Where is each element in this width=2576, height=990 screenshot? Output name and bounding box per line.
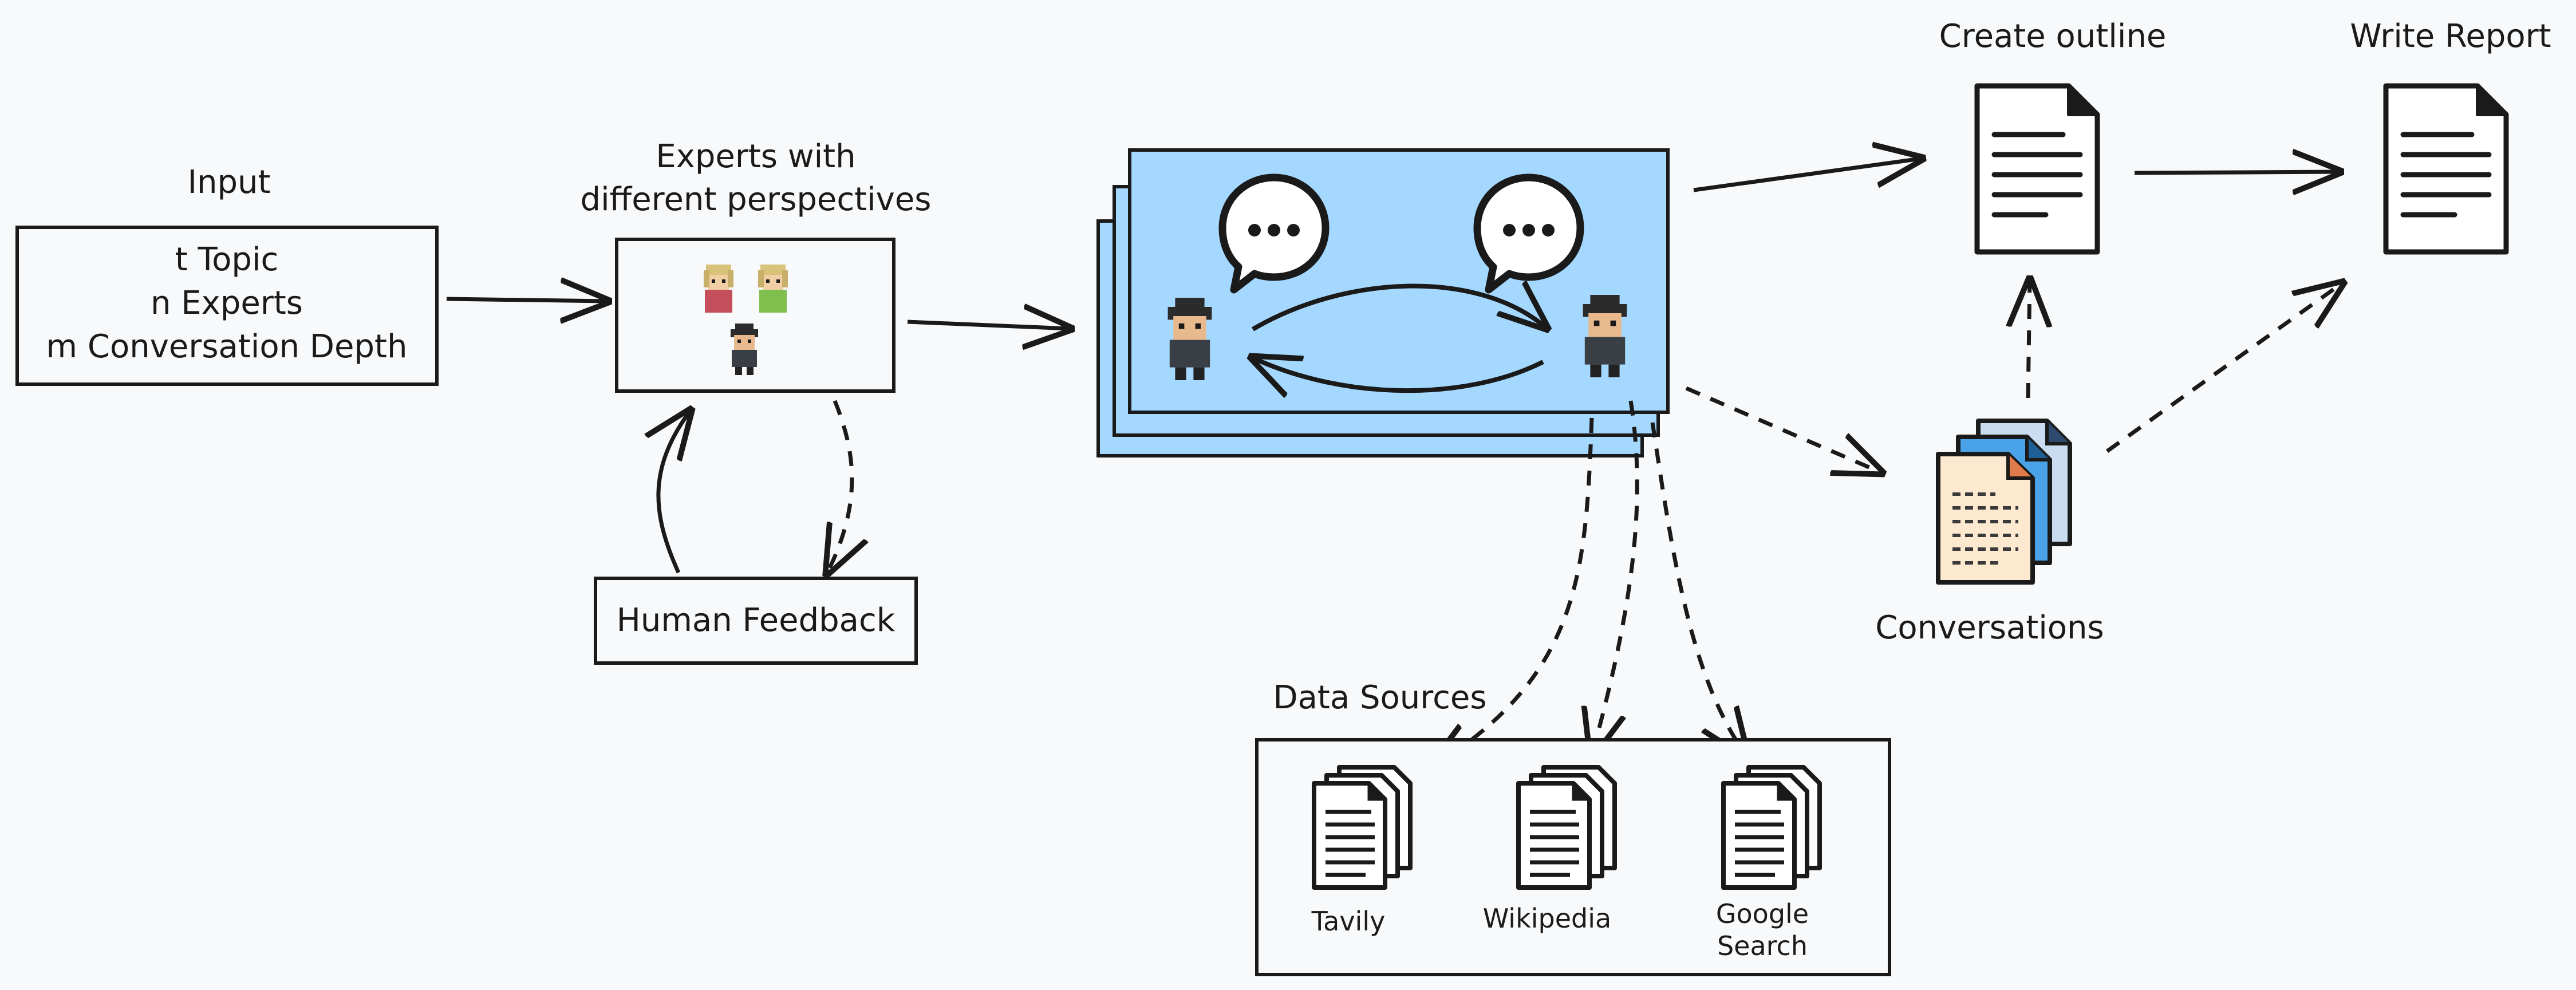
arrow-experts-to-feedback (827, 400, 852, 573)
arrow-conversations-to-outline (2028, 281, 2030, 399)
experts-title-line2: different perspectives (581, 181, 932, 218)
input-box (15, 226, 439, 386)
arrow-outline-to-report (2134, 172, 2339, 173)
feedback-box (594, 577, 918, 665)
report-document-icon (2386, 86, 2506, 252)
arrow-experts-to-conversation (907, 322, 1070, 329)
google-document-stack-icon (1723, 767, 1820, 888)
arrow-input-to-experts (446, 299, 607, 301)
outline-title: Create outline (1939, 18, 2167, 55)
google-label-line1: Google (1716, 898, 1809, 929)
dialogue-arrow-right (1251, 286, 1546, 329)
conversations-document-stack-icon (1936, 419, 2072, 585)
dialogue-arrow-left (1253, 358, 1544, 391)
input-line-depth: m Conversation Depth (46, 328, 408, 365)
experts-title-line1: Experts with (656, 138, 855, 175)
conversation-panel-front (1128, 148, 1670, 414)
wikipedia-document-stack-icon (1518, 767, 1615, 888)
input-line-topic: t Topic (175, 241, 279, 278)
google-label-line2: Search (1717, 930, 1808, 961)
arrow-feedback-to-experts (658, 411, 690, 574)
arrow-conversation-to-conversations (1685, 386, 1881, 472)
data-sources-title: Data Sources (1273, 679, 1486, 716)
arrow-to-tavily (1431, 417, 1594, 767)
wikipedia-label: Wikipedia (1483, 903, 1611, 934)
feedback-label: Human Feedback (617, 602, 896, 639)
input-title: Input (187, 164, 270, 201)
tavily-document-stack-icon (1314, 767, 1410, 888)
tavily-label: Tavily (1311, 906, 1386, 937)
experts-box (615, 238, 896, 393)
input-line-experts: n Experts (151, 285, 303, 322)
report-title: Write Report (2350, 18, 2551, 55)
expert-avatar-icon (704, 265, 733, 313)
expert-avatar-icon (758, 265, 788, 313)
outline-document-icon (1977, 86, 2097, 252)
arrow-conversation-to-outline (1693, 159, 1921, 192)
conversations-label: Conversations (1875, 609, 2104, 646)
arrow-conversations-to-report (2105, 283, 2342, 453)
arrow-to-google (1650, 422, 1746, 756)
